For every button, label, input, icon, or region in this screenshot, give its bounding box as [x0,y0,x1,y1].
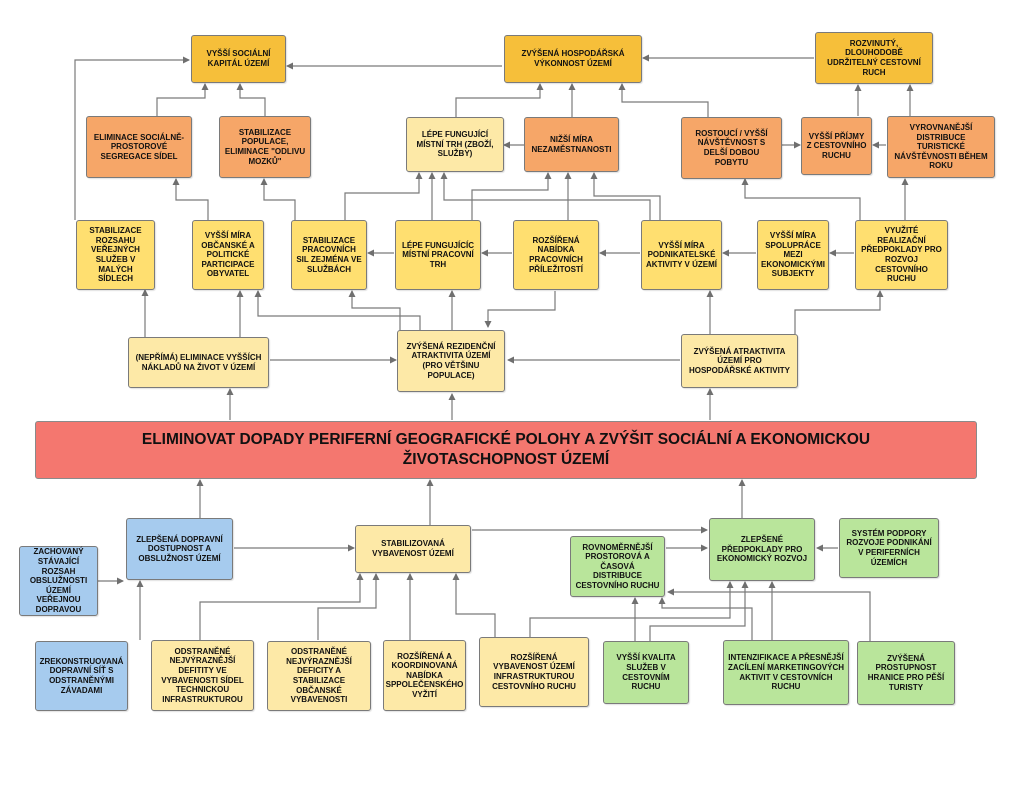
arrow-market-to-economic [455,83,544,117]
arrow-workforce-to-population [260,178,296,220]
node-civic-participation: VYŠŠÍ MÍRA OBČANSKÉ A POLITICKÉ PARTICIP… [192,220,264,290]
node-tourism-infrastructure: ROZŠÍŘENÁ VYBAVENOST ÚZEMÍ INFRASTRUKTUR… [479,637,589,707]
arrow-marketing-to-tourism-dist [658,597,753,640]
node-public-transport: ZACHOVANÝ STÁVAJÍCÍ ROZSAH OBSLUŽNOSTI Ú… [19,546,98,616]
node-social-life: ROZŠÍŘENÁ A KOORDINOVANÁ NABÍDKA SPPOLEČ… [383,640,466,711]
arrow-labour-to-unemployment [471,172,552,220]
arrow-services-to-econ-pre [649,581,749,641]
arrow-stay-to-economic [618,83,709,117]
node-entrepreneurship: VYŠŠÍ MÍRA PODNIKATELSKÉ AKTIVITY V ÚZEM… [641,220,722,290]
node-business-attractiveness: ZVÝŠENÁ ATRAKTIVITA ÚZEMÍ PRO HOSPODÁŘSK… [681,334,798,388]
node-economic-performance: ZVÝŠENÁ HOSPODÁŘSKÁ VÝKONNOST ÚZEMÍ [504,35,642,83]
node-market: LÉPE FUNGUJÍCÍ MÍSTNÍ TRH (ZBOŽÍ, SLUŽBY… [406,117,504,172]
arrow-border-to-tourism-dist [667,588,871,641]
arrow-residential-to-workforce [348,290,401,330]
node-border-crossing: ZVÝŠENÁ PROSTUPNOST HRANICE PRO PĚŠÍ TUR… [857,641,955,705]
arrow-civic-am-to-amenities [317,573,380,640]
node-workforce: STABILIZACE PRACOVNÍCH SIL ZEJMÉNA VE SL… [291,220,367,290]
arrow-public-services-to-segregation [74,56,190,220]
node-tech-infrastructure: ODSTRANĚNÉ NEJVÝRAZNĚJŠÍ DEFITITY VE VYB… [151,640,254,711]
node-civic-amenities: ODSTRANĚNÉ NEJVÝRAZNĚJŠÍ DEFICITY A STAB… [267,641,371,711]
node-tourism-distribution: ROVNOMĚRNĚJŠÍ PROSTOROVÁ A ČASOVÁ DISTRI… [570,536,665,597]
node-economic-preconditions: ZLEPŠENÉ PŘEDPOKLADY PRO EKONOMICKÝ ROZV… [709,518,815,581]
main-goal: ELIMINOVAT DOPADY PERIFERNÍ GEOGRAFICKÉ … [35,421,977,479]
node-living-costs: (NEPŘÍMÁ) ELIMINACE VYŠŠÍCH NÁKLADŮ NA Ž… [128,337,269,388]
arrow-tourism-infra-to-amenities [452,573,496,637]
node-business-support: SYSTÉM PODPORY ROZVOJE PODNIKÁNÍ V PERIF… [839,518,939,578]
node-transport-access: ZLEPŠENÁ DOPRAVNÍ DOSTUPNOST A OBSLUŽNOS… [126,518,233,580]
node-cooperation: VYŠŠÍ MÍRA SPOLUPRÁCE MEZI EKONOMICKÝMI … [757,220,829,290]
node-job-offer: ROZŠÍŘENÁ NABÍDKA PRACOVNÍCH PŘÍLEŽITOST… [513,220,599,290]
node-labour-market: LÉPE FUNGUJÍCÍC MÍSTNÍ PRACOVNÍ TRH [395,220,481,290]
node-amenities: STABILIZOVANÁ VYBAVENOST ÚZEMÍ [355,525,471,573]
arrow-residential-to-civic [254,290,421,330]
arrow-tech-to-amenities [199,573,364,640]
node-public-services: STABILIZACE ROZSAHU VEŘEJNÝCH SLUŽEB V M… [76,220,155,290]
node-tourism-preconditions: VYUŽITÉ REALIZAČNÍ PŘEDPOKLADY PRO ROZVO… [855,220,948,290]
arrow-business-to-tourism-preconditions [794,290,884,334]
node-tourism-income: VYŠŠÍ PŘÍJMY Z CESTOVNÍHO RUCHU [801,117,872,175]
node-seasonality: VYROVNANĚJŠÍ DISTRIBUCE TURISTICKÉ NÁVŠT… [887,116,995,178]
node-road-network: ZREKONSTRUOVANÁ DOPRAVNÍ SÍŤ S ODSTRANĚN… [35,641,128,711]
node-tourism-sustainable: ROZVINUTÝ, DLOUHODOBĚ UDRŽITELNÝ CESTOVN… [815,32,933,84]
node-residential-attractiveness: ZVÝŠENÁ REZIDENČNÍ ATRAKTIVITA ÚZEMÍ (PR… [397,330,505,392]
arrow-entrepreneurship-to-market [440,172,651,220]
node-population: STABILIZACE POPULACE, ELIMINACE "ODLIVU … [219,116,311,178]
arrow-tourism-pre-to-stay [741,178,861,220]
arrow-entrepreneurship-to-unemployment [590,172,661,220]
arrow-job-offer-to-residential [484,291,556,328]
node-marketing: INTENZIFIKACE A PŘESNĚJŠÍ ZACÍLENÍ MARKE… [723,640,849,705]
arrow-population-to-social-capital [236,83,266,116]
node-stay-length: ROSTOUCÍ / VYŠŠÍ NÁVŠTĚVNOST S DELŠÍ DOB… [681,117,782,179]
arrow-workforce-to-market [344,172,423,220]
arrow-tourism-infra-to-econ-pre [529,581,734,637]
arrow-segregation-to-social-capital [156,83,209,116]
node-unemployment: NIŽŠÍ MÍRA NEZAMĚSTNANOSTI [524,117,619,172]
node-segregation: ELIMINACE SOCIÁLNĚ-PROSTOROVÉ SEGREGACE … [86,116,192,178]
node-social-capital: VYŠŠÍ SOCIÁLNÍ KAPITÁL ÚZEMÍ [191,35,286,83]
node-tourism-services: VYŠŠÍ KVALITA SLUŽEB V CESTOVNÍM RUCHU [603,641,689,704]
arrow-civic-to-segregation [172,178,209,220]
